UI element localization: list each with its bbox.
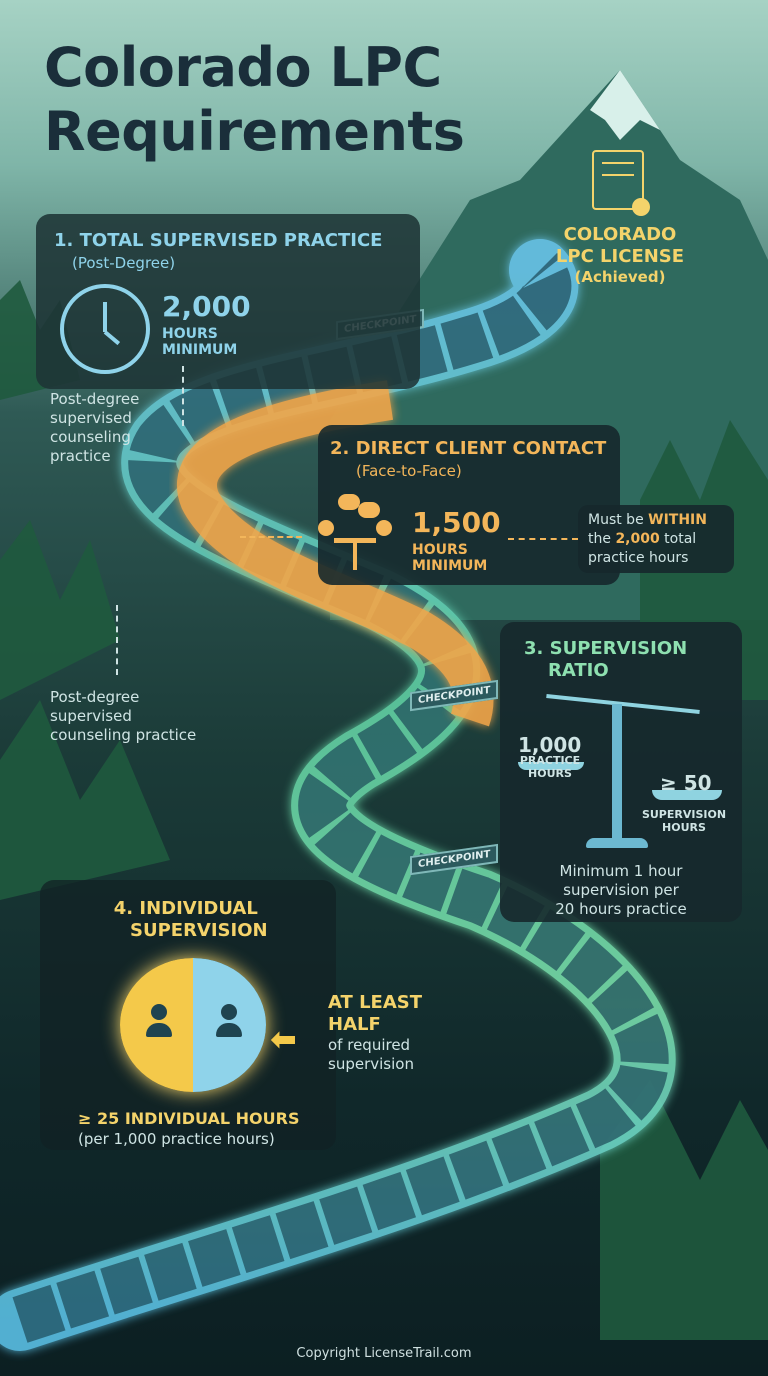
callout-line: supervision <box>328 1055 414 1073</box>
step-2-note-box <box>578 505 734 573</box>
note-line: supervised <box>50 707 132 725</box>
step-3-heading: 3. SUPERVISION RATIO <box>524 638 687 682</box>
unit-line: PRACTICE <box>519 754 581 767</box>
note-line: counseling <box>50 428 131 446</box>
step-1-value: 2,000 <box>162 290 251 323</box>
road-direct-contact-lane <box>177 380 494 727</box>
step-2-unit: HOURS MINIMUM <box>412 542 487 574</box>
note-line: 20 hours practice <box>555 900 687 918</box>
conversation-icon <box>308 494 402 574</box>
note-line: Post-degree <box>50 688 140 706</box>
note-text: total <box>659 531 697 547</box>
note-emphasis: WITHIN <box>648 512 707 528</box>
step-3-heading-1: 3. SUPERVISION <box>524 638 688 659</box>
note-line: supervision per <box>563 881 679 899</box>
connector <box>182 366 184 426</box>
step-2-heading: 2. DIRECT CLIENT CONTACT <box>330 438 607 459</box>
step-1-unit: HOURS MINIMUM <box>162 326 237 358</box>
step-3-left-unit: PRACTICE HOURS <box>514 754 586 780</box>
note-line: Post-degree <box>50 390 140 408</box>
supervisor-icon <box>216 1004 242 1040</box>
certificate-icon <box>592 150 650 216</box>
callout-line: HALF <box>328 1014 381 1035</box>
step-2-value: 1,500 <box>412 506 501 539</box>
goal-line-2: LPC LICENSE <box>555 246 685 267</box>
page-title: Colorado LPC Requirements <box>44 36 465 164</box>
connector <box>240 536 302 538</box>
step-3-note: Minimum 1 hour supervision per 20 hours … <box>510 862 732 919</box>
note-line: supervised <box>50 409 132 427</box>
step-2-subheading: (Face-to-Face) <box>356 462 462 480</box>
title-line-1: Colorado LPC <box>44 36 442 99</box>
title-line-2: Requirements <box>44 100 465 163</box>
note-line: Minimum 1 hour <box>559 862 683 880</box>
step-3-left-value: 1,000 <box>518 733 582 757</box>
goal-line-1: COLORADO <box>563 224 677 245</box>
step-4-value: ≥ 25 INDIVIDUAL HOURS <box>78 1109 300 1128</box>
mountain-snow <box>590 70 660 140</box>
note-line: counseling practice <box>50 726 197 744</box>
step-1-unit-1: HOURS <box>162 326 218 342</box>
step-1-heading: 1. TOTAL SUPERVISED PRACTICE <box>54 230 383 251</box>
step-3-heading-2: RATIO <box>548 660 609 681</box>
clock-icon <box>60 284 150 374</box>
note-text: practice hours <box>588 550 689 566</box>
step-1-unit-2: MINIMUM <box>162 342 238 358</box>
note-text: the <box>588 531 616 547</box>
goal-status: (Achieved) <box>574 268 666 286</box>
note-line: practice <box>50 447 111 465</box>
step-3-right-unit: SUPERVISION HOURS <box>636 808 732 834</box>
step-2-unit-1: HOURS <box>412 542 468 558</box>
individual-supervision-icon <box>120 958 266 1092</box>
side-note: Post-degree supervised counseling practi… <box>50 688 196 745</box>
step-1-note: Post-degree supervised counseling practi… <box>50 390 139 466</box>
step-4-heading-2: SUPERVISION <box>130 920 268 941</box>
step-4-subheading: (per 1,000 practice hours) <box>78 1130 275 1148</box>
arrow-left-icon: ⬅ <box>270 1020 297 1058</box>
connector <box>508 538 578 540</box>
callout-line: of required <box>328 1036 411 1054</box>
step-3-right-value: ≥ 50 <box>660 771 712 795</box>
step-1-subheading: (Post-Degree) <box>72 254 176 272</box>
forest <box>0 280 768 1340</box>
note-emphasis: 2,000 <box>615 531 660 547</box>
license-goal: COLORADO LPC LICENSE (Achieved) <box>540 224 700 287</box>
person-icon <box>146 1004 172 1040</box>
unit-line: HOURS <box>662 821 706 834</box>
connector <box>116 605 118 675</box>
scale-icon <box>516 693 730 854</box>
note-text: Must be <box>588 512 649 528</box>
unit-line: HOURS <box>528 767 572 780</box>
step-2-unit-2: MINIMUM <box>412 558 488 574</box>
step-2-note: Must be WITHIN the 2,000 total practice … <box>588 511 707 568</box>
step-4-heading-1: 4. INDIVIDUAL <box>113 898 258 919</box>
step-4-heading: 4. INDIVIDUAL SUPERVISION <box>104 898 268 942</box>
unit-line: SUPERVISION <box>641 808 727 821</box>
callout-line: AT LEAST <box>328 992 423 1013</box>
copyright-footer: Copyright LicenseTrail.com <box>296 1346 472 1361</box>
step-4-callout: AT LEAST HALF of required supervision <box>328 992 422 1074</box>
